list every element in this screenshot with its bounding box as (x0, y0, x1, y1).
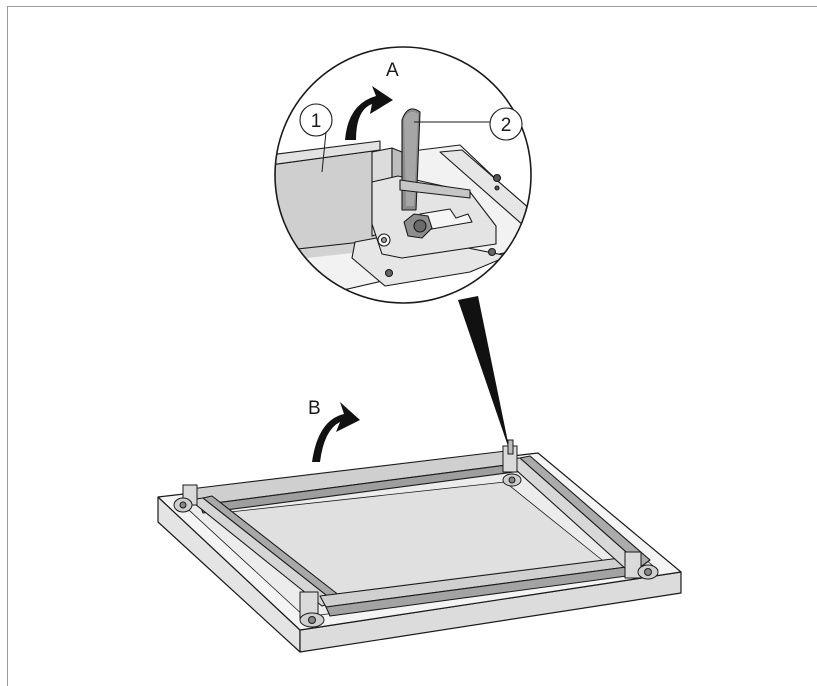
arrow-b (312, 402, 360, 462)
callout-1: 1 (299, 103, 333, 173)
callout-1-label: 1 (311, 111, 322, 132)
arrow-a (345, 86, 393, 140)
callout-2: 2 (414, 107, 523, 141)
bracket-front-left (299, 591, 325, 628)
strut-bars (189, 450, 651, 617)
corner-brackets (173, 439, 659, 628)
bracket-back-left (173, 484, 198, 513)
strut-bar-part-1 (275, 149, 381, 253)
arrow-b-label: B (308, 398, 321, 419)
figure-frame (7, 6, 817, 686)
arrow-a-label: A (386, 60, 399, 81)
bracket-front-right (624, 551, 659, 580)
zoom-detail (274, 46, 532, 304)
callout-2-label: 2 (501, 115, 512, 136)
zoom-pointer (458, 296, 510, 452)
bracket-back-right (502, 439, 522, 487)
